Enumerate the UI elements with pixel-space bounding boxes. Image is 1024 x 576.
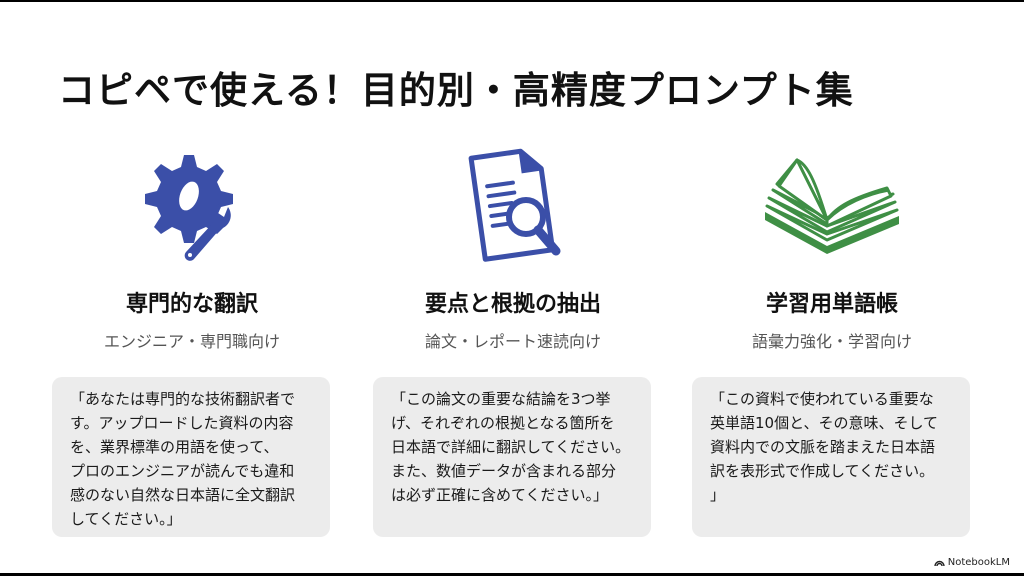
brand-label: NotebookLM: [947, 557, 1010, 568]
column-heading: 要点と根拠の抽出: [424, 292, 601, 317]
prompt-line: また、数値データが含まれる部分: [391, 462, 617, 480]
prompt-line: 」: [710, 486, 726, 504]
prompt-line: 「あなたは専門的な技術翻訳者で: [70, 390, 296, 408]
prompt-line: 訳を表形式で作成してください。: [710, 462, 935, 480]
prompt-card[interactable]: 「この資料で使われている重要な 英単語10個と、その意味、そして 資料内での文脈…: [692, 377, 970, 537]
prompt-line: 英単語10個と、その意味、そして: [710, 414, 939, 432]
brand-watermark: NotebookLM: [934, 557, 1010, 568]
prompt-line: を、業界標準の用語を使って、: [70, 438, 279, 456]
column-subtitle: 語彙力強化・学習向け: [751, 332, 912, 351]
prompt-line: げ、それぞれの根拠となる箇所を: [391, 414, 615, 432]
prompt-line: してください。」: [70, 510, 182, 528]
prompt-line: 感のない自然な日本語に全文翻訳: [70, 486, 296, 504]
prompt-line: す。アップロードした資料の内容: [70, 414, 294, 432]
prompt-card[interactable]: 「あなたは専門的な技術翻訳者で す。アップロードした資料の内容 を、業界標準の用…: [52, 377, 330, 537]
column-heading: 専門的な翻訳: [125, 292, 258, 317]
prompt-line: 「この資料で使われている重要な: [710, 390, 934, 408]
notebooklm-logo-icon: [934, 560, 945, 567]
prompt-line: 資料内での文脈を踏まえた日本語: [710, 438, 936, 456]
column-subtitle: 論文・レポート速読向け: [424, 332, 601, 351]
column-heading: 学習用単語帳: [765, 292, 898, 317]
open-book-icon: [765, 158, 899, 254]
document-magnifier-icon: [468, 148, 561, 262]
prompt-line: は必ず正確に含めてください。」: [391, 486, 609, 504]
prompt-line: 「この論文の重要な結論を3つ挙: [391, 390, 611, 408]
prompt-line: 日本語で詳細に翻訳してください。: [391, 438, 631, 456]
column-subtitle: エンジニア・専門職向け: [103, 332, 280, 351]
gear-wrench-icon: [145, 154, 233, 261]
prompt-card[interactable]: 「この論文の重要な結論を3つ挙 げ、それぞれの根拠となる箇所を 日本語で詳細に翻…: [373, 377, 651, 537]
prompt-line: プロのエンジニアが読んでも違和: [70, 462, 295, 480]
slide-title: コピペで使える！目的別・高精度プロンプト集: [58, 69, 854, 112]
